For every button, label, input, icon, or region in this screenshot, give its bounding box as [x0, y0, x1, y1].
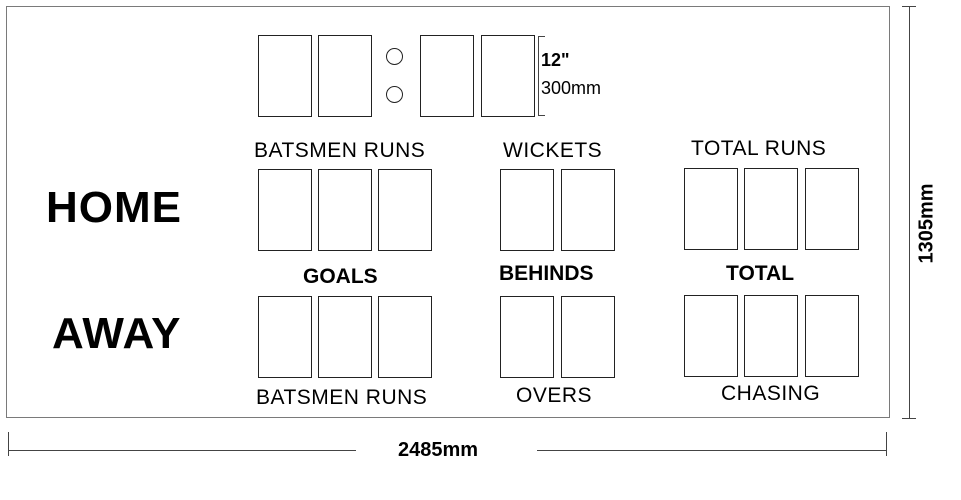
top-digit-2 [318, 35, 372, 117]
width-dimension-label: 2485mm [398, 439, 479, 461]
away-digit-4 [500, 296, 554, 378]
height-dimension-label: 1305mm [915, 183, 939, 264]
team-away: AWAY [52, 309, 182, 358]
digit-size-mm: 300mm [541, 78, 602, 98]
width-dim-line-left [8, 450, 356, 451]
away-digit-2 [318, 296, 372, 378]
top-digit-4 [481, 35, 535, 117]
height-dim-bottom-tick [902, 418, 916, 419]
home-digit-3 [378, 169, 432, 251]
home-digit-5 [561, 169, 615, 251]
home-digit-4 [500, 169, 554, 251]
label-total: TOTAL [726, 262, 795, 285]
digit-size-bracket-vertical [538, 36, 539, 116]
label-overs: OVERS [516, 384, 593, 407]
separator-dot-lower [386, 86, 403, 103]
height-dim-line [909, 6, 910, 418]
label-chasing: CHASING [721, 382, 821, 405]
width-dim-line-right [537, 450, 887, 451]
digit-size-inch: 12" [541, 50, 570, 70]
home-digit-2 [318, 169, 372, 251]
top-digit-1 [258, 35, 312, 117]
away-digit-5 [561, 296, 615, 378]
digit-size-bracket-bottom [538, 115, 545, 116]
home-digit-8 [805, 168, 859, 250]
away-digit-6 [684, 295, 738, 377]
home-digit-7 [744, 168, 798, 250]
home-digit-6 [684, 168, 738, 250]
digit-size-bracket-top [538, 36, 545, 37]
top-digit-3 [420, 35, 474, 117]
label-wickets: WICKETS [503, 139, 603, 162]
label-goals: GOALS [303, 265, 378, 288]
away-digit-8 [805, 295, 859, 377]
away-digit-7 [744, 295, 798, 377]
separator-dot-upper [386, 48, 403, 65]
home-digit-1 [258, 169, 312, 251]
width-dim-right-tick [886, 432, 887, 456]
scoreboard-panel [6, 6, 890, 418]
team-home: HOME [46, 183, 182, 232]
label-behinds: BEHINDS [499, 262, 594, 285]
away-digit-1 [258, 296, 312, 378]
label-batsmen-runs-bottom: BATSMEN RUNS [256, 386, 428, 409]
label-batsmen-runs-top: BATSMEN RUNS [254, 139, 426, 162]
width-dim-left-tick [8, 432, 9, 456]
away-digit-3 [378, 296, 432, 378]
label-total-runs: TOTAL RUNS [691, 137, 827, 160]
